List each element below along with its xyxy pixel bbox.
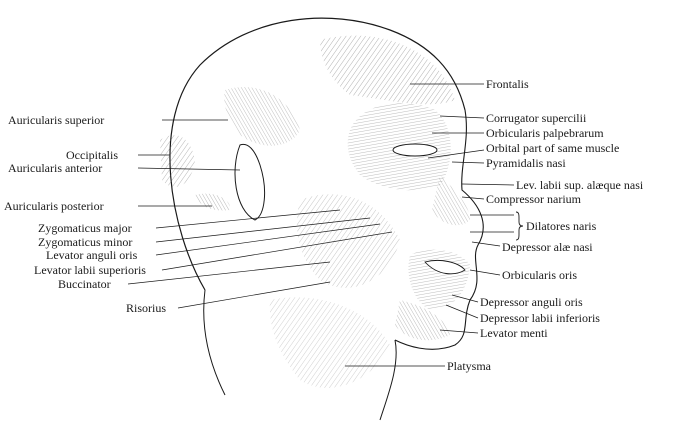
label-orbital-part: Orbital part of same muscle bbox=[486, 141, 619, 155]
eye bbox=[393, 144, 437, 156]
dilatores-bracket bbox=[516, 212, 523, 240]
label-depressor-alae-nasi: Depressor alæ nasi bbox=[502, 240, 593, 254]
label-depressor-anguli-oris: Depressor anguli oris bbox=[480, 295, 583, 309]
label-orbicularis-palpebrarum: Orbicularis palpebrarum bbox=[486, 126, 604, 140]
label-corrugator-supercilii: Corrugator supercilii bbox=[486, 111, 586, 125]
neck-back-outline bbox=[204, 290, 225, 395]
label-pyramidalis-nasi: Pyramidalis nasi bbox=[486, 156, 566, 170]
label-risorius: Risorius bbox=[126, 301, 166, 315]
label-depressor-labii-inferioris: Depressor labii inferioris bbox=[480, 311, 600, 325]
label-zygomaticus-major: Zygomaticus major bbox=[38, 221, 132, 235]
label-levator-anguli-oris: Levator anguli oris bbox=[46, 248, 137, 262]
label-auricularis-superior: Auricularis superior bbox=[8, 113, 104, 127]
label-levator-menti: Levator menti bbox=[480, 326, 548, 340]
label-platysma: Platysma bbox=[447, 359, 491, 373]
ear-outline bbox=[235, 144, 265, 220]
label-frontalis: Frontalis bbox=[486, 77, 529, 91]
label-zygomaticus-minor: Zygomaticus minor bbox=[38, 235, 132, 249]
platysma-region bbox=[270, 297, 390, 388]
label-dilatores-naris: Dilatores naris bbox=[526, 219, 596, 233]
label-compressor-narium: Compressor narium bbox=[486, 192, 581, 206]
label-orbicularis-oris: Orbicularis oris bbox=[502, 268, 577, 282]
frontalis-region bbox=[320, 36, 455, 105]
auricularis-posterior-region bbox=[195, 194, 230, 211]
occipitalis-region bbox=[160, 135, 195, 187]
label-lev-labii-sup-alaeque-nasi: Lev. labii sup. alæque nasi bbox=[516, 178, 643, 192]
label-buccinator: Buccinator bbox=[58, 277, 111, 291]
temporal-region bbox=[224, 87, 300, 146]
label-auricularis-posterior: Auricularis posterior bbox=[4, 199, 104, 213]
cheek-region bbox=[297, 194, 400, 288]
label-levator-labii-superioris: Levator labii superioris bbox=[34, 263, 146, 277]
label-occipitalis: Occipitalis bbox=[66, 148, 118, 162]
mouth-region bbox=[408, 250, 470, 310]
label-auricularis-anterior: Auricularis anterior bbox=[8, 161, 102, 175]
